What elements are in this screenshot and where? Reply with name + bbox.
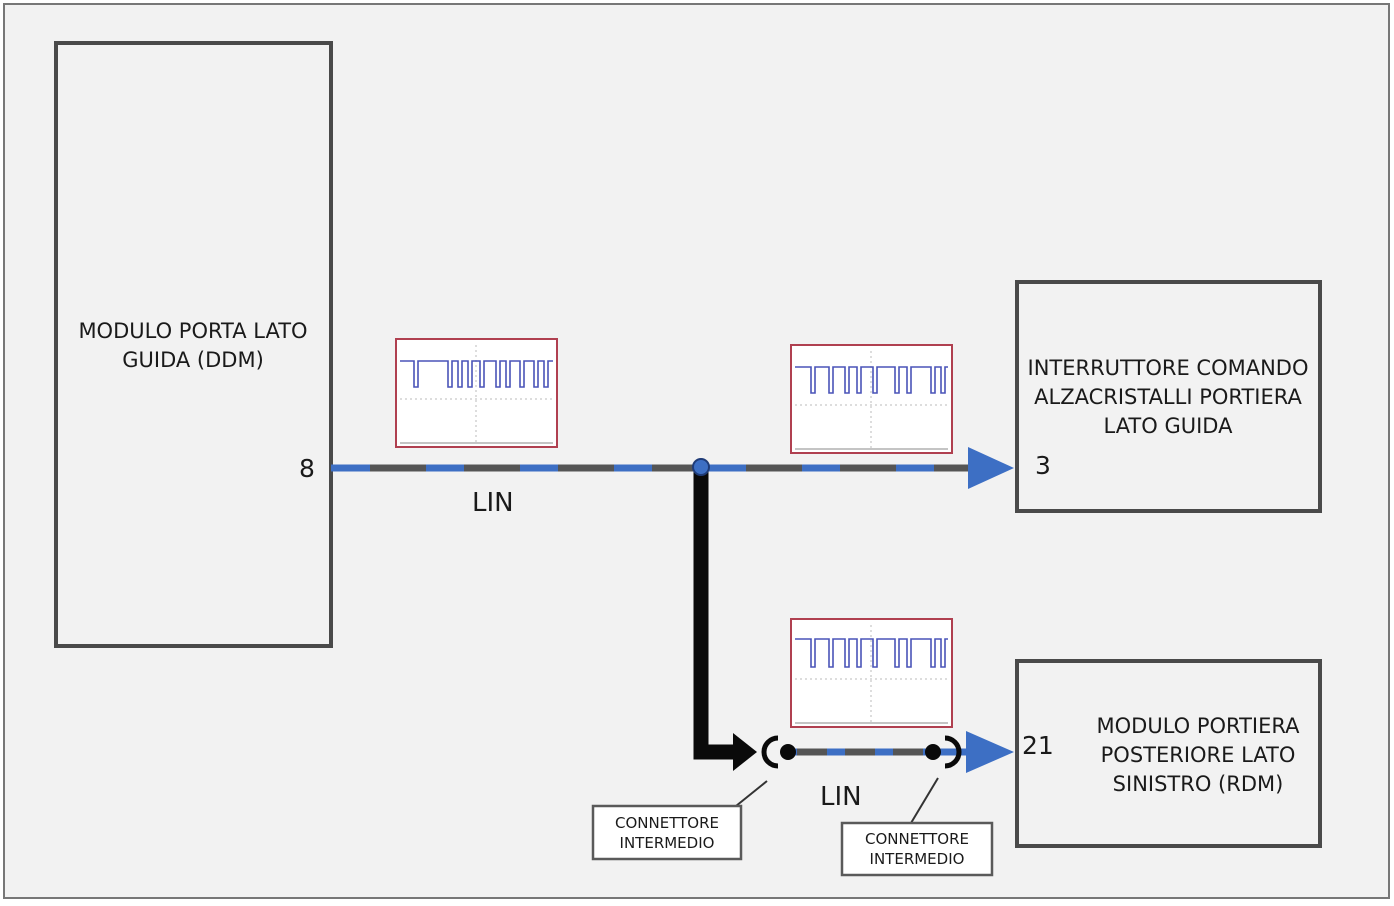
ddm-pin-number: 8: [299, 454, 315, 483]
right-connector-label-line2: INTERMEDIO: [870, 850, 965, 868]
rdm-pin-number: 21: [1022, 731, 1054, 760]
window-switch-module-box: [1015, 280, 1322, 513]
window-switch-pin-number: 3: [1035, 451, 1051, 480]
lin-signal-trace: [400, 360, 553, 388]
scope-thumbnail-switch: [790, 344, 953, 454]
left-connector-label-line2: INTERMEDIO: [620, 834, 715, 852]
rdm-module-box: [1015, 659, 1322, 848]
right-connector-leader: [910, 777, 939, 824]
branch-wire-path: [693, 470, 735, 760]
branch-wire: [693, 470, 757, 771]
main-wire-arrowhead: [968, 447, 1014, 489]
splice-point: [692, 458, 710, 476]
lower-wire-arrowhead: [966, 731, 1014, 773]
right-connector-label-box: [840, 821, 994, 877]
left-connector-pin: [780, 744, 796, 760]
main-lin-wire: LIN: [331, 447, 1014, 518]
left-connector-cup: [761, 735, 779, 769]
branch-wire-arrowhead: [733, 733, 757, 771]
ddm-module-box: [54, 41, 333, 648]
lin-signal-trace: [795, 366, 948, 394]
lower-lin-label: LIN: [820, 782, 862, 812]
window-switch-module: INTERRUTTORE COMANDO ALZACRISTALLI PORTI…: [1015, 280, 1322, 513]
scope-thumbnail-main: [395, 338, 558, 448]
left-connector-label-line1: CONNETTORE: [615, 814, 719, 832]
right-connector-callout: CONNETTORE INTERMEDIO: [840, 821, 994, 877]
right-connector-cup: [944, 735, 962, 769]
ddm-module-label-line1: MODULO PORTA LATO: [78, 319, 307, 343]
left-connector-callout: CONNETTORE INTERMEDIO: [591, 804, 743, 861]
left-connector-label-box: [591, 804, 743, 861]
left-connector-leader: [735, 780, 768, 807]
scope-thumbnail-rdm: [790, 618, 953, 728]
lower-lin-wire: LIN: [789, 731, 1014, 812]
ddm-module-label-line2: GUIDA (DDM): [122, 348, 264, 372]
right-connector-symbol: [910, 735, 962, 824]
right-connector-label-line1: CONNETTORE: [865, 830, 969, 848]
rdm-label-line3: SINISTRO (RDM): [1113, 772, 1284, 796]
rdm-label-line1: MODULO PORTIERA: [1097, 714, 1301, 738]
window-switch-label-line1: INTERRUTTORE COMANDO: [1028, 356, 1309, 380]
right-connector-pin: [925, 744, 941, 760]
window-switch-label-line2: ALZACRISTALLI PORTIERA: [1034, 385, 1302, 409]
lin-signal-trace: [795, 638, 948, 668]
rdm-module: MODULO PORTIERA POSTERIORE LATO SINISTRO…: [1015, 659, 1322, 848]
window-switch-label-line3: LATO GUIDA: [1104, 414, 1234, 438]
main-lin-label: LIN: [472, 488, 514, 518]
rdm-label-line2: POSTERIORE LATO: [1101, 743, 1296, 767]
ddm-module: MODULO PORTA LATO GUIDA (DDM) 8: [54, 41, 333, 648]
left-connector-symbol: [735, 735, 796, 807]
